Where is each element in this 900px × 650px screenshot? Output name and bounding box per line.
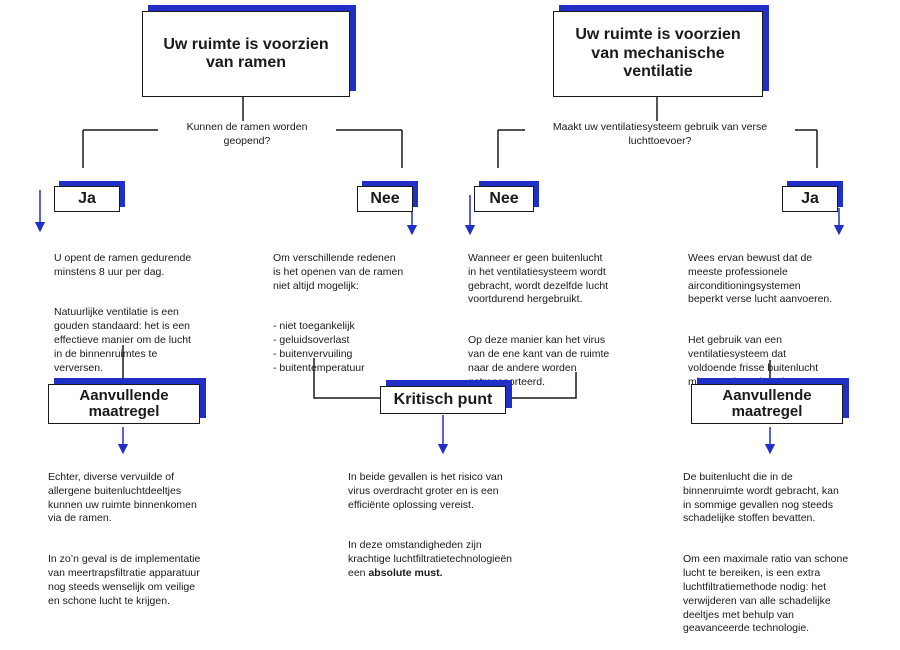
right-no-text: Wanneer er geen buitenlucht in het venti…: [468, 238, 648, 403]
critical-bracket-line: [313, 358, 577, 399]
left-no-list: - niet toegankelijk - geluidsoverlast - …: [273, 320, 365, 374]
right-title-box: Uw ruimte is voorzien van mechanische ve…: [553, 11, 763, 97]
critical-emphasis: absolute must.: [368, 567, 443, 580]
right-no-paragraph: Wanneer er geen buitenlucht in het venti…: [468, 251, 609, 306]
left-question: Kunnen de ramen worden geopend?: [158, 121, 336, 149]
left-yes-label: Ja: [54, 186, 120, 212]
right-extra-text: De buitenlucht die in de binnenruimte wo…: [683, 457, 883, 650]
critical-paragraph-2: In deze omstandigheden zijn krachtige lu…: [348, 539, 558, 581]
right-extra-paragraph: De buitenlucht die in de binnenruimte wo…: [683, 470, 839, 525]
left-extra-text: Echter, diverse vervuilde of allergene b…: [48, 457, 258, 622]
left-extra-measure-banner: Aanvullende maatregel: [48, 384, 200, 424]
left-yes-paragraph: Natuurlijke ventilatie is een gouden sta…: [54, 306, 191, 374]
left-yes-text: U opent de ramen gedurende minstens 8 uu…: [54, 238, 254, 390]
right-extra-paragraph: Om een maximale ratio van schone lucht t…: [683, 553, 849, 635]
right-no-paragraph: Op deze manier kan het virus van de ene …: [468, 334, 610, 388]
left-no-text: Om verschillende redenen is het openen v…: [273, 238, 443, 390]
left-yes-paragraph: U opent de ramen gedurende minstens 8 uu…: [54, 251, 192, 278]
right-yes-text: Wees ervan bewust dat de meeste professi…: [688, 238, 878, 403]
right-yes-paragraph: Wees ervan bewust dat de meeste professi…: [688, 251, 833, 306]
left-no-label: Nee: [357, 186, 413, 212]
critical-paragraph: In beide gevallen is het risico van viru…: [348, 470, 503, 511]
critical-point-banner: Kritisch punt: [380, 386, 506, 414]
right-yes-paragraph: Het gebruik van een ventilatiesysteem da…: [688, 334, 819, 388]
right-yes-label: Ja: [782, 186, 838, 212]
left-no-paragraph: Om verschillende redenen is het openen v…: [273, 251, 404, 292]
right-question: Maakt uw ventilatiesysteem gebruik van v…: [525, 121, 795, 149]
left-extra-paragraph: In zo’n geval is de implementatie van me…: [48, 553, 201, 607]
right-extra-measure-banner: Aanvullende maatregel: [691, 384, 843, 424]
right-no-label: Nee: [474, 186, 534, 212]
critical-text: In beide gevallen is het risico van viru…: [348, 457, 558, 595]
critical-paragraph-text: In deze omstandigheden zijn krachtige lu…: [348, 539, 513, 580]
left-title-box: Uw ruimte is voorzien van ramen: [142, 11, 350, 97]
left-extra-paragraph: Echter, diverse vervuilde of allergene b…: [48, 470, 197, 525]
